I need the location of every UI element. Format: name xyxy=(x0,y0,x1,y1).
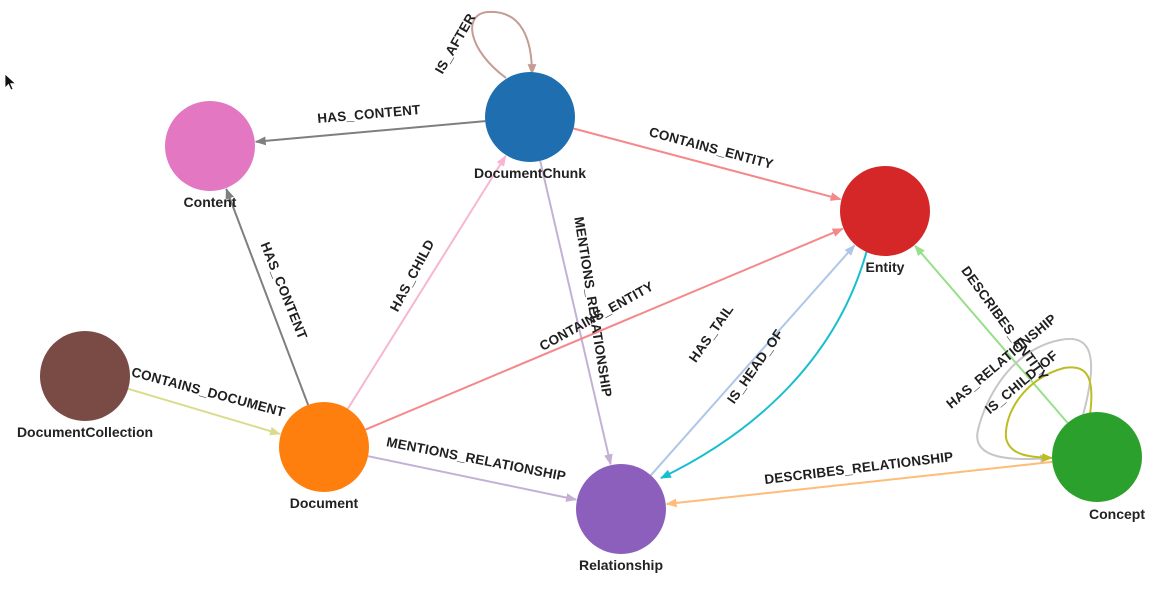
node-label: Concept xyxy=(1089,506,1145,522)
node-concept[interactable]: Concept xyxy=(1052,412,1145,522)
node-label: DocumentCollection xyxy=(17,424,153,440)
edge-concept-rel[interactable] xyxy=(665,460,1053,508)
edge-chunk-entity[interactable] xyxy=(573,127,842,201)
node-chunk[interactable]: DocumentChunk xyxy=(474,72,586,181)
node-relationship[interactable]: Relationship xyxy=(576,464,666,573)
edge-chunk-content[interactable] xyxy=(254,120,486,146)
edge-doc-entity[interactable] xyxy=(365,227,844,431)
edge-concept-child[interactable] xyxy=(1004,366,1093,462)
mouse-cursor-icon xyxy=(4,73,17,91)
node-circle[interactable] xyxy=(485,72,575,162)
node-circle[interactable] xyxy=(576,464,666,554)
node-content[interactable]: Content xyxy=(165,101,255,210)
edge-entity-head[interactable] xyxy=(660,249,868,479)
edge-is-after[interactable] xyxy=(471,10,537,79)
node-circle[interactable] xyxy=(840,166,930,256)
node-layer: Content DocumentChunkEntityDocumentCollec… xyxy=(17,72,1145,573)
edge-label: CONTAINS_DOCUMENT xyxy=(130,364,287,420)
node-label: DocumentChunk xyxy=(474,165,586,181)
edge-doc-rel[interactable] xyxy=(367,455,578,502)
edge-label: DESCRIBES_RELATIONSHIP xyxy=(764,449,955,487)
node-circle[interactable] xyxy=(40,331,130,421)
node-collection[interactable]: DocumentCollection xyxy=(17,331,153,440)
node-label: Content xyxy=(184,194,237,210)
edge-coll-doc[interactable] xyxy=(127,387,281,436)
node-circle[interactable] xyxy=(1052,412,1142,502)
node-label: Entity xyxy=(866,259,905,275)
edge-rel-tail[interactable] xyxy=(650,244,856,476)
node-label: Document xyxy=(290,495,359,511)
node-label: Relationship xyxy=(579,557,663,573)
edge-concept-hasrel[interactable] xyxy=(976,338,1093,464)
node-circle[interactable] xyxy=(279,402,369,492)
edge-concept-entity[interactable] xyxy=(914,244,1069,424)
edge-label: IS_HEAD_OF xyxy=(724,327,786,407)
node-circle[interactable] xyxy=(165,101,255,191)
edge-layer xyxy=(127,10,1093,508)
edge-label: IS_AFTER xyxy=(432,11,478,76)
edge-doc-chunk[interactable] xyxy=(346,155,507,410)
edge-label-layer: IS_AFTERHAS_CONTENTCONTAINS_ENTITYMENTIO… xyxy=(130,11,1061,487)
edge-label: MENTIONS_RELATIONSHIP xyxy=(385,434,567,484)
edge-label: HAS_CONTENT xyxy=(317,102,422,126)
edge-label: HAS_TAIL xyxy=(686,302,736,365)
node-entity[interactable]: Entity xyxy=(840,166,930,275)
edge-chunk-rel[interactable] xyxy=(539,160,613,466)
node-document[interactable]: Document xyxy=(279,402,369,511)
edge-doc-content[interactable] xyxy=(225,187,310,406)
